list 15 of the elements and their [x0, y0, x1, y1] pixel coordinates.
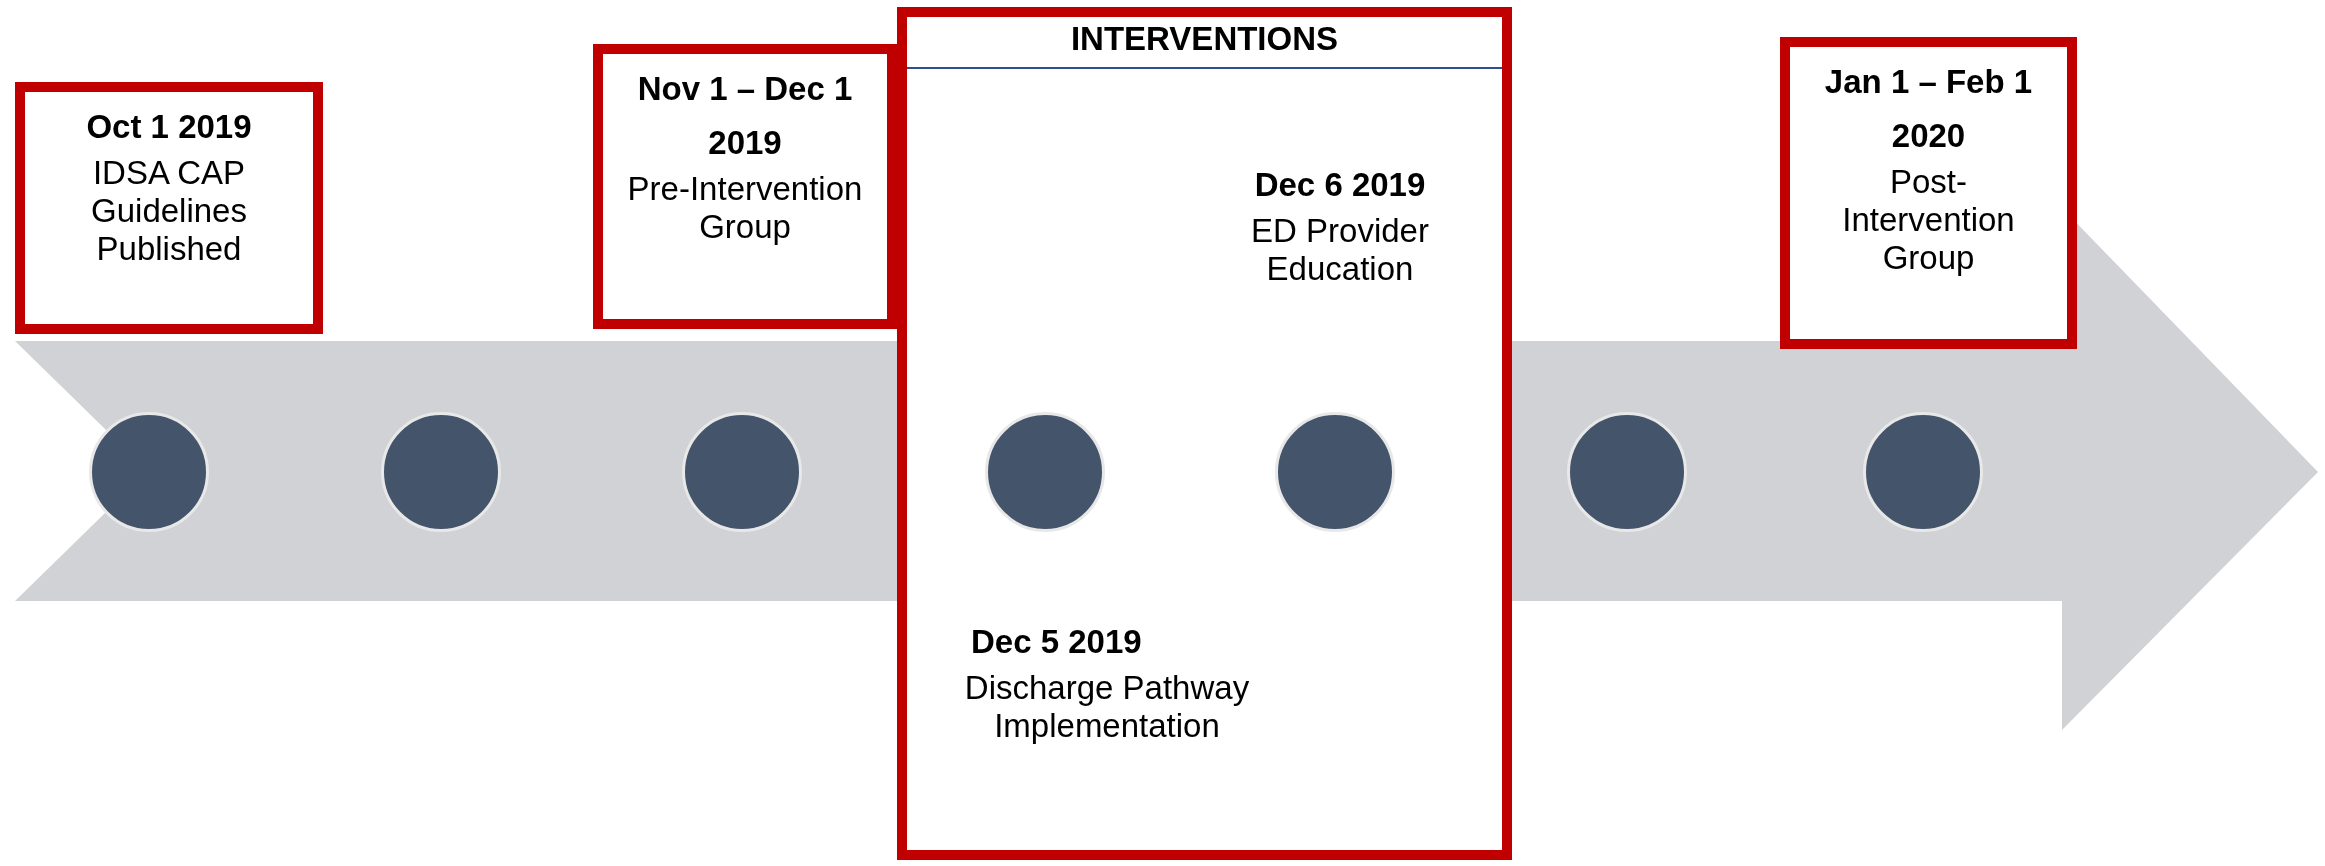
- date-heading: Dec 5 2019: [970, 622, 1143, 662]
- milestone-box: [15, 82, 323, 334]
- event-description: ED Provider Education: [1250, 212, 1430, 288]
- date-heading: Nov 1 – Dec 1 2019: [636, 69, 854, 163]
- event-description: IDSA CAP Guidelines Published: [90, 154, 248, 268]
- milestone-box: [593, 44, 897, 329]
- milestone-box: [1780, 37, 2077, 349]
- date-heading: Oct 1 2019: [85, 107, 253, 147]
- date-heading: Jan 1 – Feb 1 2020: [1823, 62, 2034, 156]
- event-description: Post-Intervention Group: [1841, 163, 2016, 277]
- event-description: Pre-Intervention Group: [626, 170, 864, 246]
- group-box: [897, 7, 1512, 860]
- event-description: Discharge Pathway Implementation: [963, 669, 1251, 745]
- group-title: INTERVENTIONS: [907, 11, 1502, 69]
- date-heading: Dec 6 2019: [1253, 165, 1427, 205]
